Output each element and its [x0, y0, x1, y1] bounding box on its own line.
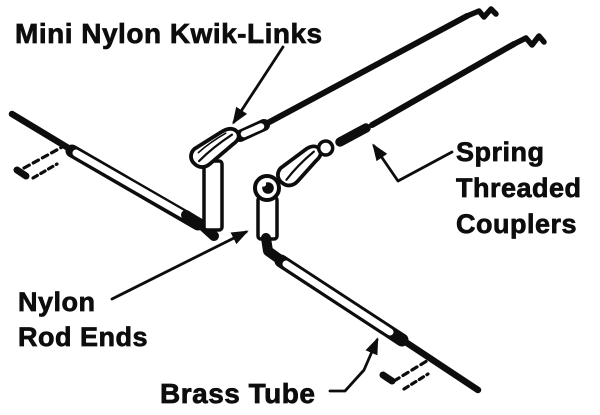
clevis-detail-line — [197, 132, 227, 154]
spring-couplers-label-line2: Threaded — [456, 173, 582, 203]
z-bend-upper — [464, 6, 499, 20]
brass-tube-label: Brass Tube — [160, 378, 315, 409]
spring-couplers-label-line1: Spring — [456, 137, 545, 167]
break-marks-left — [13, 144, 66, 180]
brass-tube-arrow — [328, 337, 379, 393]
pushrod-left-wire — [8, 110, 74, 153]
kwik-links-arrow — [232, 45, 285, 125]
threaded-coupler-sleeve — [234, 119, 270, 142]
kwik-link-post — [202, 159, 224, 232]
ball-hole-highlight — [260, 181, 267, 187]
pushrod-upper-wire — [259, 13, 470, 129]
mini-kwik-link-detached — [276, 139, 335, 188]
z-bend-lower — [511, 33, 547, 48]
brass-tube-upper — [65, 144, 205, 231]
spring-couplers-label-line3: Couplers — [456, 209, 577, 239]
spring-couplers-arrow — [372, 143, 454, 183]
pushrod-lower-wire — [369, 41, 517, 128]
rod-ends-label-line1: Nylon — [18, 287, 96, 317]
clevis-slot-line — [285, 150, 315, 181]
rod-end-post — [256, 195, 279, 241]
clevis-slot-line — [197, 133, 234, 163]
pushrod-right-wire — [394, 333, 482, 394]
rod-ends-arrow — [110, 230, 249, 301]
spring-threaded-coupler — [335, 123, 371, 147]
kwik-link-eyelet-ring — [316, 139, 335, 157]
break-marks-right — [379, 357, 432, 391]
brass-tube-lower — [274, 254, 409, 347]
rod-ends-label-line2: Rod Ends — [18, 322, 148, 352]
kwik-links-label: Mini Nylon Kwik-Links — [15, 18, 323, 49]
mini-kwik-link-attached — [189, 126, 241, 169]
